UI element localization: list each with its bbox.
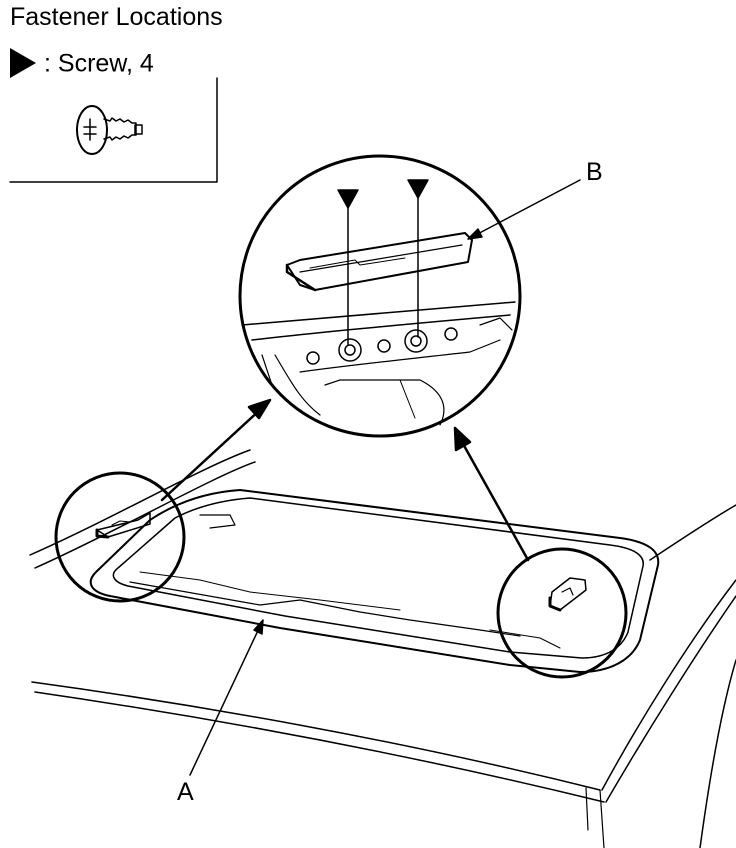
screw-marker-right-icon: [407, 179, 429, 199]
screw-detail-box: [9, 77, 218, 183]
screw-icon: [76, 105, 143, 155]
label-a-leader: [189, 621, 263, 776]
diagram-title: Fastener Locations: [10, 3, 223, 31]
label-a: A: [177, 778, 194, 806]
callout-arrows: [160, 398, 530, 562]
roof-panel: [29, 449, 736, 848]
sunshade-panel: [89, 489, 660, 673]
label-b: B: [586, 158, 603, 186]
screw-marker-left-icon: [337, 189, 359, 209]
leader-lines: [189, 179, 581, 776]
legend-text: : Screw, 4: [44, 49, 154, 78]
label-b-leader: [469, 179, 581, 239]
right-clip-callout: [496, 547, 628, 679]
enlarged-detail-callout: [238, 154, 522, 438]
left-clip-callout: [54, 471, 186, 603]
screw-marker-icon: [10, 48, 36, 79]
screw-location-markers: [337, 179, 429, 346]
legend: : Screw, 4: [10, 47, 154, 79]
